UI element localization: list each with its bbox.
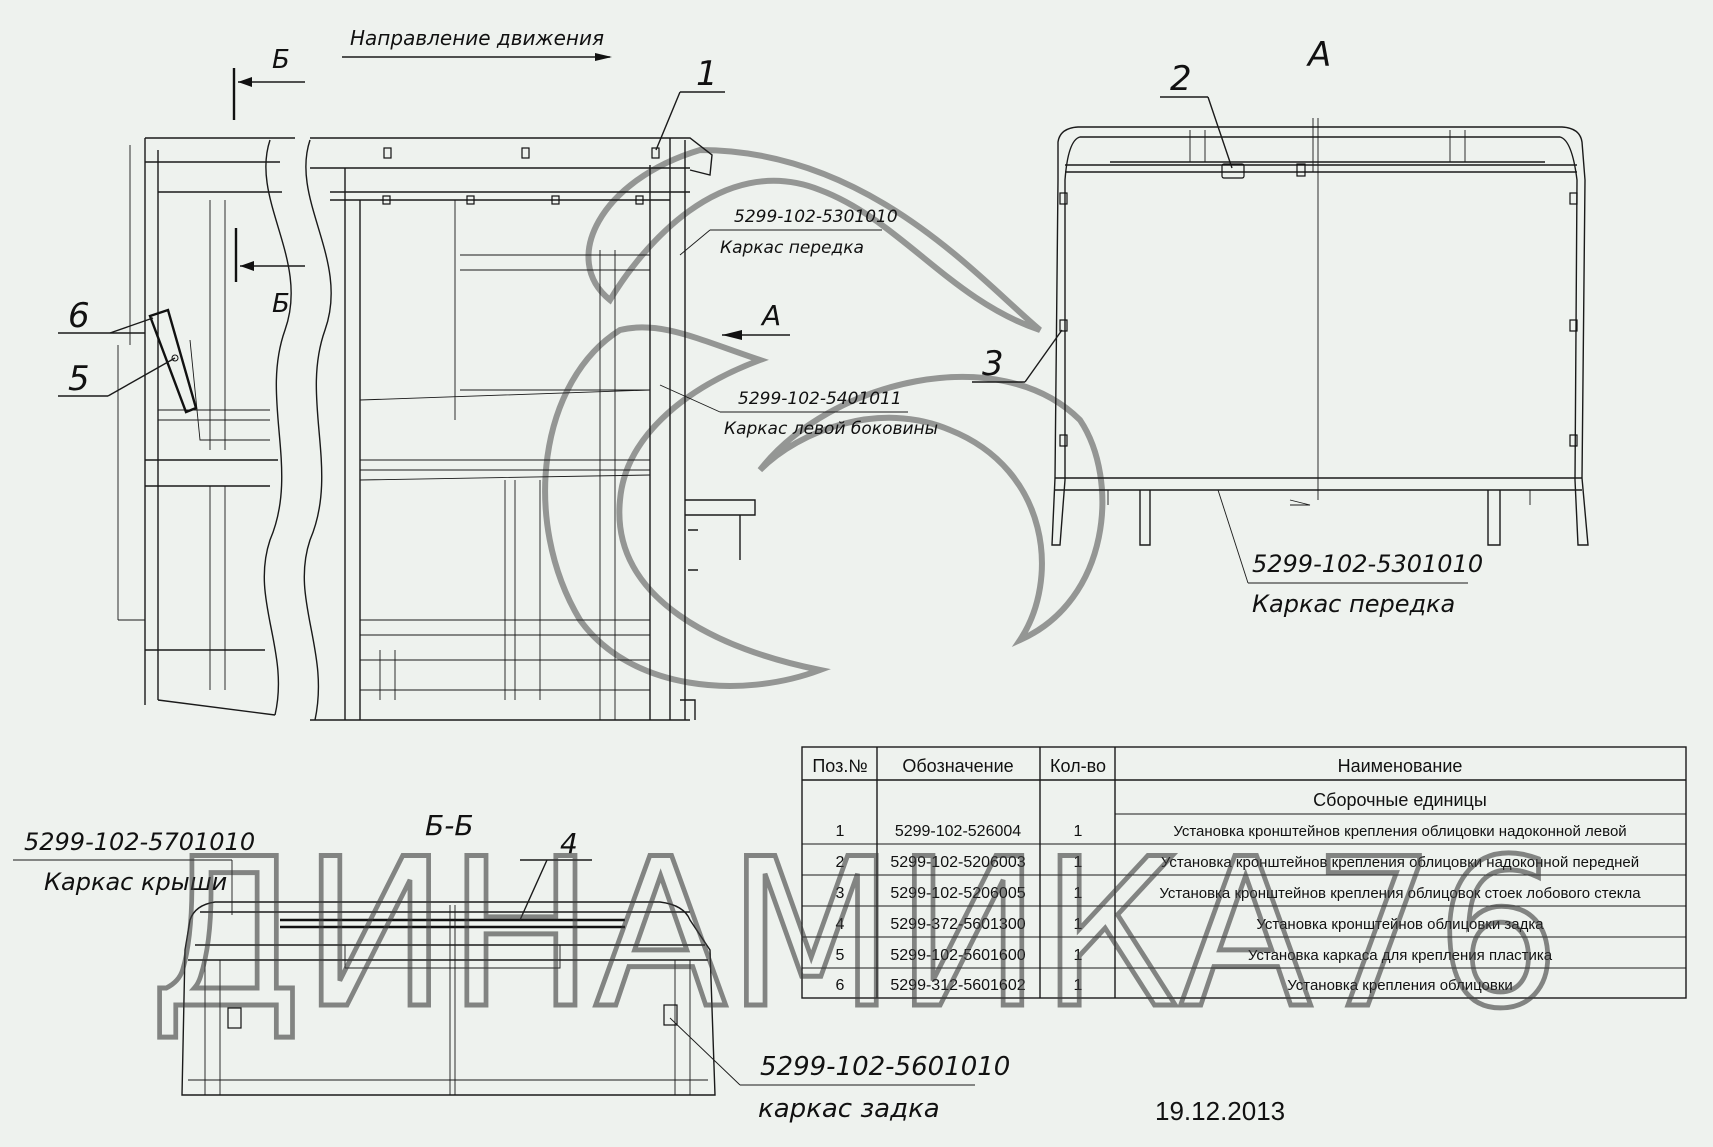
- section-title: Б-Б: [425, 809, 474, 842]
- svg-text:1: 1: [1074, 947, 1083, 964]
- svg-text:Установка кронштейнов креплени: Установка кронштейнов крепления облицовк…: [1173, 823, 1626, 840]
- svg-text:1: 1: [1074, 823, 1083, 840]
- svg-text:5299-102-526004: 5299-102-526004: [895, 823, 1021, 840]
- label-left-side-frame: 5299-102-5401011 Каркас левой боковины: [659, 384, 938, 439]
- rear-frame-code: 5299-102-5601010: [760, 1052, 1010, 1082]
- svg-text:5299-372-5601300: 5299-372-5601300: [890, 916, 1025, 933]
- callout-6: 6: [58, 296, 154, 336]
- front-frame-side-name: Каркас передка: [720, 238, 864, 258]
- roof-frame-code: 5299-102-5701010: [24, 828, 255, 856]
- callout-5-number: 5: [68, 359, 90, 399]
- callout-3: 3: [972, 329, 1063, 384]
- callout-2: 2: [1160, 59, 1233, 169]
- table-row: 1 5299-102-526004 1 Установка кронштейно…: [836, 823, 1627, 840]
- callout-1-number: 1: [696, 54, 718, 94]
- svg-text:3: 3: [836, 885, 845, 902]
- front-frame-view-code: 5299-102-5301010: [1252, 550, 1483, 578]
- watermark-text: ДИНАМИКА76: [150, 816, 1560, 1054]
- svg-text:2: 2: [836, 854, 845, 871]
- left-side-frame-name: Каркас левой боковины: [724, 419, 938, 439]
- view-a-title: А: [1306, 35, 1331, 75]
- label-roof-frame: 5299-102-5701010 Каркас крыши: [13, 828, 255, 915]
- svg-text:5299-312-5601602: 5299-312-5601602: [890, 977, 1025, 994]
- header-qty: Кол-во: [1050, 756, 1106, 776]
- table-row: 5 5299-102-5601600 1 Установка каркаса д…: [836, 947, 1553, 964]
- svg-text:1: 1: [836, 823, 845, 840]
- roof-frame-name: Каркас крыши: [44, 868, 227, 896]
- section-letter-bottom: Б: [272, 289, 290, 319]
- label-front-frame-view: 5299-102-5301010 Каркас передка: [1217, 489, 1483, 618]
- table-row: 3 5299-102-5206005 1 Установка кронштейн…: [836, 885, 1642, 902]
- table-row: 2 5299-102-5206003 1 Установка кронштейн…: [836, 854, 1640, 871]
- svg-text:1: 1: [1074, 916, 1083, 933]
- section-letter-top: Б: [272, 45, 290, 75]
- svg-text:5299-102-5206005: 5299-102-5206005: [890, 885, 1025, 902]
- callout-4: 4: [519, 827, 592, 921]
- svg-text:Установка крепления облицовки: Установка крепления облицовки: [1287, 977, 1513, 994]
- watermark-logo: [542, 146, 1106, 689]
- view-arrow-letter: А: [760, 299, 781, 332]
- svg-text:5299-102-5206003: 5299-102-5206003: [890, 854, 1025, 871]
- table-row: 6 5299-312-5601602 1 Установка крепления…: [836, 977, 1513, 994]
- svg-text:1: 1: [1074, 854, 1083, 871]
- front-frame-view-name: Каркас передка: [1252, 590, 1455, 618]
- svg-text:6: 6: [836, 977, 845, 994]
- front-frame-side-code: 5299-102-5301010: [734, 207, 898, 227]
- label-front-frame-side: 5299-102-5301010 Каркас передка: [679, 207, 898, 258]
- callout-2-number: 2: [1170, 59, 1192, 99]
- header-pos: Поз.№: [812, 756, 867, 776]
- svg-text:Установка кронштейнов креплени: Установка кронштейнов крепления облицовк…: [1161, 854, 1639, 871]
- direction-label: Направление движения: [350, 26, 604, 50]
- direction-arrowhead: [595, 53, 612, 61]
- table-row: 4 5299-372-5601300 1 Установка кронштейн…: [836, 916, 1545, 933]
- callout-6-number: 6: [68, 296, 90, 336]
- svg-text:Установка кронштейнов облицовк: Установка кронштейнов облицовки задка: [1256, 916, 1544, 933]
- rear-frame-name: каркас задка: [758, 1094, 940, 1124]
- table-row-lines: [802, 843, 1686, 969]
- svg-text:Установка каркаса для креплени: Установка каркаса для крепления пластика: [1248, 947, 1553, 964]
- section-assembly-units: Сборочные единицы: [1313, 790, 1487, 810]
- section-b-b: Б-Б: [181, 809, 716, 1096]
- drawing-date: 19.12.2013: [1155, 1096, 1285, 1126]
- svg-text:5299-102-5601600: 5299-102-5601600: [890, 947, 1025, 964]
- svg-text:1: 1: [1074, 977, 1083, 994]
- header-name: Наименование: [1338, 756, 1463, 776]
- svg-text:4: 4: [836, 916, 845, 933]
- svg-text:Установка кронштейнов креплени: Установка кронштейнов крепления облицово…: [1159, 885, 1641, 902]
- header-code: Обозначение: [902, 756, 1013, 776]
- callout-3-number: 3: [982, 344, 1004, 384]
- callout-1: 1: [655, 54, 725, 151]
- view-arrow-a: А: [722, 299, 790, 340]
- side-view: Б Б: [117, 45, 756, 721]
- callout-5: 5: [58, 357, 176, 399]
- svg-text:1: 1: [1074, 885, 1083, 902]
- label-rear-frame: 5299-102-5601010 каркас задка: [669, 1017, 1010, 1124]
- callout-4-number: 4: [560, 827, 578, 860]
- view-a: А: [1051, 35, 1589, 546]
- svg-text:5: 5: [836, 947, 845, 964]
- parts-table: Поз.№ Обозначение Кол-во Наименование Сб…: [801, 746, 1687, 999]
- left-side-frame-code: 5299-102-5401011: [738, 389, 902, 409]
